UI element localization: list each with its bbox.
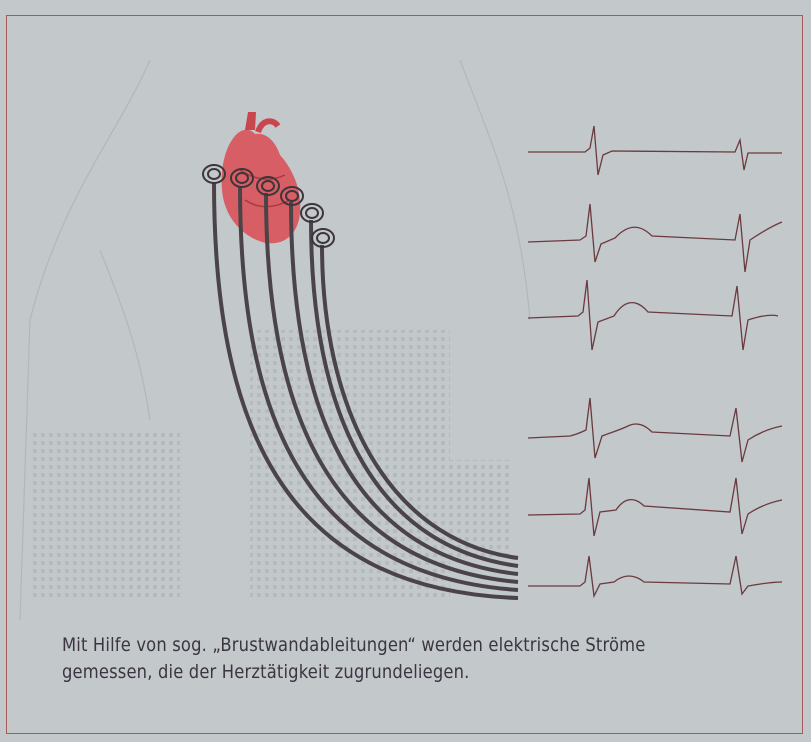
electrode-5 bbox=[301, 204, 323, 222]
electrode-6 bbox=[312, 229, 334, 247]
heart-illustration bbox=[222, 112, 301, 243]
ecg-trace-1 bbox=[528, 126, 782, 175]
ecg-traces bbox=[528, 126, 782, 596]
ecg-illustration bbox=[0, 0, 811, 620]
caption-line-1: Mit Hilfe von sog. „Brustwandableitungen… bbox=[62, 632, 664, 659]
ecg-trace-2 bbox=[528, 204, 782, 272]
ecg-trace-3 bbox=[528, 280, 778, 350]
electrode-1 bbox=[203, 165, 225, 183]
ecg-trace-4 bbox=[528, 398, 782, 462]
figure-caption: Mit Hilfe von sog. „Brustwandableitungen… bbox=[62, 632, 664, 686]
ecg-trace-6 bbox=[528, 556, 782, 596]
caption-line-2: gemessen, die der Herztätigkeit zugrunde… bbox=[62, 659, 664, 686]
ecg-trace-5 bbox=[528, 478, 782, 536]
